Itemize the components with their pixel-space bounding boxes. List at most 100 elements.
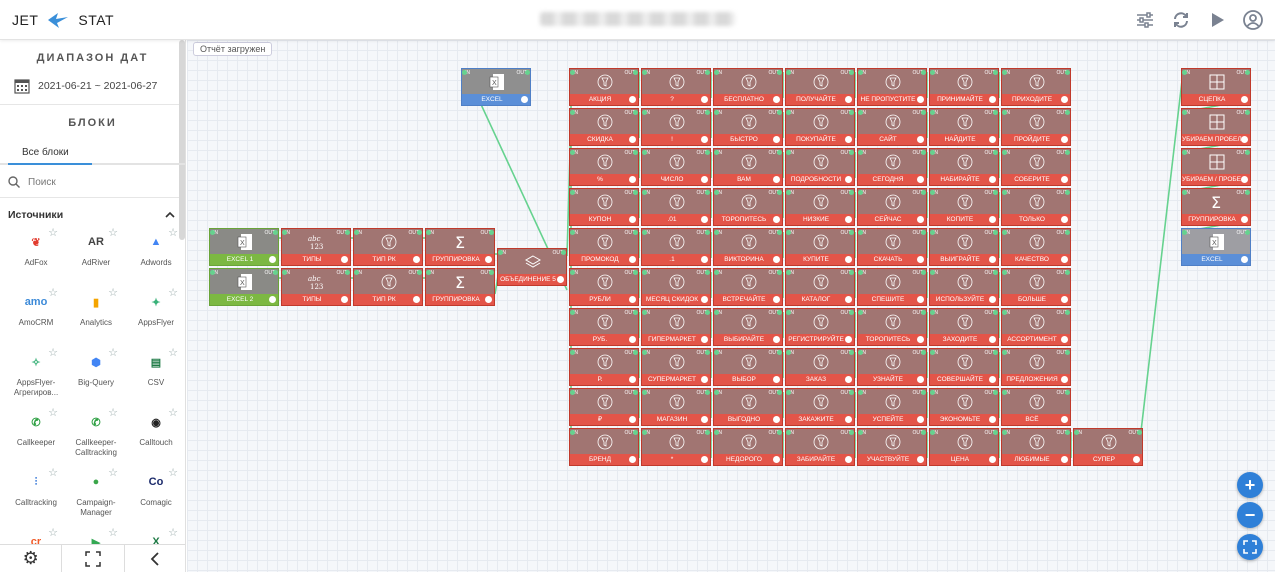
blocks-search[interactable]: Поиск [0, 171, 185, 193]
favorite-star-icon[interactable]: ☆ [168, 347, 178, 359]
favorite-star-icon[interactable]: ☆ [48, 347, 58, 359]
favorite-star-icon[interactable]: ☆ [168, 227, 178, 239]
fit-screen-button[interactable] [1237, 534, 1263, 560]
user-account-icon[interactable] [1241, 8, 1265, 32]
source-tile[interactable]: ☆✆Callkeeper [8, 404, 64, 464]
chevron-up-icon[interactable] [165, 211, 175, 219]
favorite-star-icon[interactable]: ☆ [168, 467, 178, 479]
favorite-star-icon[interactable]: ☆ [108, 527, 118, 539]
source-tile[interactable]: ☆✦AppsFlyer [128, 284, 184, 344]
favorite-star-icon[interactable]: ☆ [48, 287, 58, 299]
favorite-star-icon[interactable]: ☆ [108, 227, 118, 239]
source-tile[interactable]: ☆●Campaign-Manager [68, 464, 124, 524]
zoom-in-button[interactable]: + [1237, 472, 1263, 498]
settings-sliders-icon[interactable] [1133, 8, 1157, 32]
favorite-star-icon[interactable]: ☆ [168, 527, 178, 539]
source-tile[interactable]: ☆❦AdFox [8, 224, 64, 284]
fit-view-button[interactable] [62, 545, 125, 572]
favorite-star-icon[interactable]: ☆ [108, 287, 118, 299]
sidebar-scrollbar[interactable] [179, 40, 185, 240]
favorite-star-icon[interactable]: ☆ [108, 347, 118, 359]
source-tile[interactable]: ☆⫶Calltracking [8, 464, 64, 524]
refresh-icon[interactable] [1169, 8, 1193, 32]
source-tile[interactable]: ☆▮Analytics [68, 284, 124, 344]
run-play-icon[interactable] [1205, 8, 1229, 32]
favorite-star-icon[interactable]: ☆ [108, 407, 118, 419]
favorite-star-icon[interactable]: ☆ [168, 287, 178, 299]
search-input[interactable]: Поиск [28, 176, 56, 188]
favorite-star-icon[interactable]: ☆ [48, 407, 58, 419]
favorite-star-icon[interactable]: ☆ [168, 407, 178, 419]
favorite-star-icon[interactable]: ☆ [48, 467, 58, 479]
source-tile[interactable]: ☆▤CSV [128, 344, 184, 404]
